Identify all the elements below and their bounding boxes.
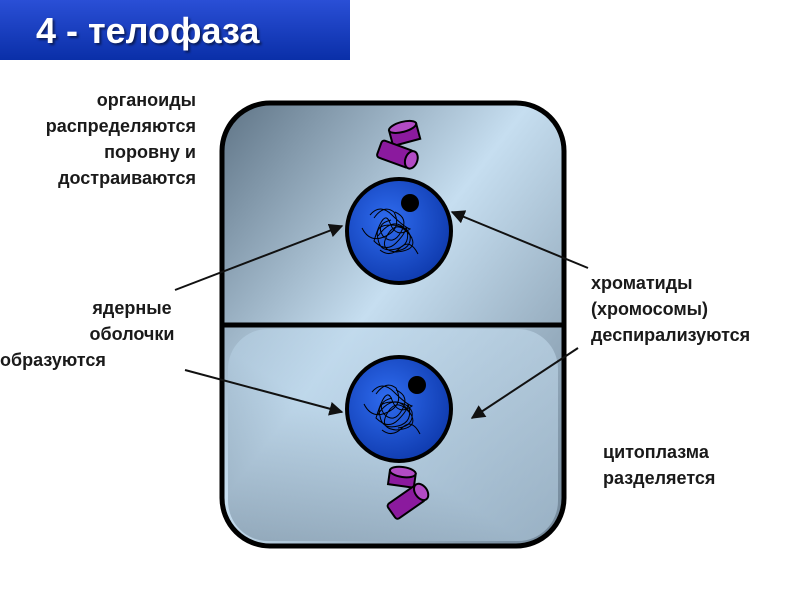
annotation-arrows xyxy=(174,210,589,419)
arrow-nuclear-upper xyxy=(174,223,344,291)
nucleus-lower xyxy=(345,355,453,463)
label-chromatids: хроматиды (хромосомы) деспирализуются xyxy=(591,273,751,345)
arrow-chromatids-upper xyxy=(450,210,589,269)
arrow-nuclear-lower xyxy=(184,369,344,416)
label-nuclear-envelopes-line3: образуются xyxy=(0,350,106,370)
centriole-lower xyxy=(386,465,430,520)
label-organoids: органоиды распределяются поровну и достр… xyxy=(45,90,196,188)
chromatin-tangle xyxy=(361,208,419,255)
arrow-chromatids-lower xyxy=(470,347,579,419)
label-nuclear-envelopes: ядерные оболочки xyxy=(89,298,175,344)
slide-title: 4 - телофаза xyxy=(0,0,350,60)
nucleus-upper xyxy=(345,177,453,285)
label-cytoplasm: цитоплазма разделяется xyxy=(603,442,716,488)
nucleolus xyxy=(408,376,426,394)
nucleolus xyxy=(401,194,419,212)
centriole-upper xyxy=(376,119,422,170)
chromatin-tangle xyxy=(363,384,421,435)
